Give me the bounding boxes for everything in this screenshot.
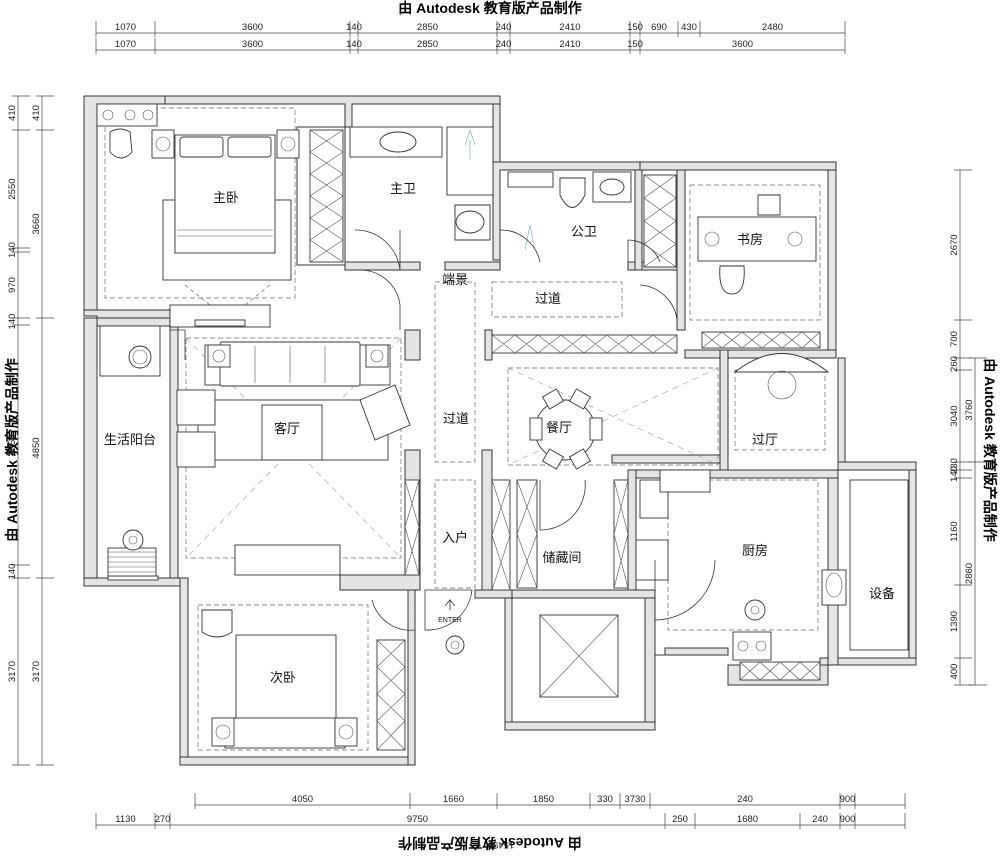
dim-top1-4: 240 [496, 22, 512, 33]
stair-void [539, 614, 619, 698]
dim-right-inner-4: 230 [949, 458, 960, 474]
cabinets [99, 129, 821, 751]
study-furniture [697, 194, 817, 295]
top-left-bath [96, 103, 158, 159]
dim-left-inner-2: 140 [7, 242, 18, 258]
dim-right-outer-0: 3760 [964, 399, 975, 420]
room-label-end-view: 端景 [442, 273, 468, 288]
ceiling-outlines [104, 107, 826, 751]
doors [170, 229, 716, 631]
watermark-top: 由 Autodesk 教育版产品制作 [398, 0, 582, 16]
room-label-dining: 餐厅 [546, 420, 572, 436]
room-label-hall: 过厅 [752, 433, 778, 448]
dim-right-inner-0: 2670 [949, 234, 960, 255]
living-room-furniture [176, 341, 411, 576]
dim-bottom2-6: 900 [840, 814, 856, 825]
room-label-corridor-top: 过道 [535, 292, 561, 307]
dim-left-inner-3: 970 [7, 277, 18, 293]
enter-label: ENTER [438, 617, 462, 624]
room-label-study: 书房 [737, 232, 763, 248]
dim-bottom2-2: 9750 [407, 814, 428, 825]
dim-right-inner-1: 700 [949, 331, 960, 347]
room-label-equipment: 设备 [869, 586, 895, 602]
room-label-master-bedroom: 主卧 [213, 191, 239, 206]
dim-top1-1: 3600 [242, 22, 263, 33]
room-label-balcony: 生活阳台 [104, 433, 156, 448]
dim-left-inner-5: 4850 [7, 434, 18, 455]
dim-left-outer-3: 3170 [31, 661, 42, 682]
dim-top2-1: 3600 [242, 39, 263, 50]
dim-right-inner-7: 1390 [949, 611, 960, 632]
dim-bottom1-1: 1660 [443, 794, 464, 805]
dim-top2-3: 2850 [417, 39, 438, 50]
dim-bottom2-1: 270 [155, 814, 171, 825]
dim-right-inner-3: 3040 [949, 405, 960, 426]
public-bath-fixtures [507, 171, 632, 251]
room-label-storage: 储藏间 [542, 551, 581, 566]
dim-top2-7: 3600 [732, 39, 753, 50]
watermark-right: 由 Autodesk 教育版产品制作 [982, 358, 998, 542]
dim-left-outer-2: 4850 [31, 437, 42, 458]
room-labels: 主卧 主卫 公卫 书房 端景 过道 过道 餐厅 客厅 过厅 生活阳台 入户 储藏… [104, 182, 895, 686]
room-label-living: 客厅 [274, 421, 300, 437]
second-bedroom-furniture [201, 609, 358, 749]
dim-top2-4: 240 [496, 39, 512, 50]
dim-bottom2-3: 250 [672, 814, 688, 825]
dimension-lines [12, 21, 987, 829]
dim-top1-9: 2480 [762, 22, 783, 33]
dim-right-outer-1: 2860 [964, 563, 975, 584]
room-label-corridor-mid: 过道 [443, 412, 469, 427]
room-label-public-bath: 公卫 [571, 225, 597, 240]
room-label-entry: 入户 [442, 530, 468, 546]
dim-left-inner-4: 140 [7, 314, 18, 330]
dim-bottom2-4: 1680 [737, 814, 758, 825]
watermark-left: 由 Autodesk 教育版产品制作 [4, 358, 20, 542]
dim-top1-0: 1070 [115, 22, 136, 33]
dim-bottom1-6: 900 [840, 794, 856, 805]
dim-left-outer-0: 410 [31, 105, 42, 121]
dim-top1-3: 2850 [417, 22, 438, 33]
dim-top1-7: 690 [651, 22, 667, 33]
dim-top1-5: 2410 [559, 22, 580, 33]
dim-bottom1-5: 240 [737, 794, 753, 805]
dim-bottom1-0: 4050 [292, 794, 313, 805]
room-label-second-bedroom: 次卧 [270, 670, 296, 686]
dim-bottom2-5: 240 [812, 814, 828, 825]
dim-top2-5: 2410 [559, 39, 580, 50]
dim-top2-2: 140 [346, 39, 362, 50]
dim-left-inner-6: 140 [7, 564, 18, 580]
dim-top1-6: 150 [627, 22, 643, 33]
dim-bottom2-0: 1130 [115, 814, 135, 825]
watermark-bottom: 由 Autodesk 教育版产品制作 [398, 835, 582, 851]
dim-bottom-total: 15490 [488, 839, 514, 850]
dim-bottom1-2: 1850 [533, 794, 554, 805]
dim-right-inner-5: 140 [949, 466, 960, 482]
dim-right-inner-2: 260 [949, 356, 960, 372]
hall-kitchen-fixtures [635, 353, 909, 661]
dim-bottom1-3: 330 [597, 794, 613, 805]
dimension-labels: 1070 3600 140 2850 240 2410 150 690 430 2480 1070 3… [7, 22, 975, 850]
walls [83, 95, 917, 766]
dim-left-inner-7: 3170 [7, 661, 18, 682]
room-label-kitchen: 厨房 [742, 543, 768, 559]
dim-left-outer-1: 3660 [31, 213, 42, 234]
dim-bottom1-4: 3730 [624, 794, 645, 805]
dim-top1-2: 140 [346, 22, 362, 33]
dim-left-inner-1: 2550 [7, 178, 18, 199]
master-bath-fixtures [349, 126, 494, 241]
dim-right-inner-8: 400 [949, 664, 960, 680]
dim-top2-6: 150 [627, 39, 643, 50]
human-figure-icons [122, 529, 766, 655]
dim-top2-0: 1070 [115, 39, 136, 50]
dim-top1-8: 430 [681, 22, 697, 33]
dining-furniture [529, 388, 603, 470]
room-label-master-bath: 主卫 [390, 182, 416, 197]
dim-right-inner-6: 1160 [949, 521, 960, 541]
dim-left-inner-0: 410 [7, 105, 18, 121]
master-bedroom [151, 129, 300, 328]
